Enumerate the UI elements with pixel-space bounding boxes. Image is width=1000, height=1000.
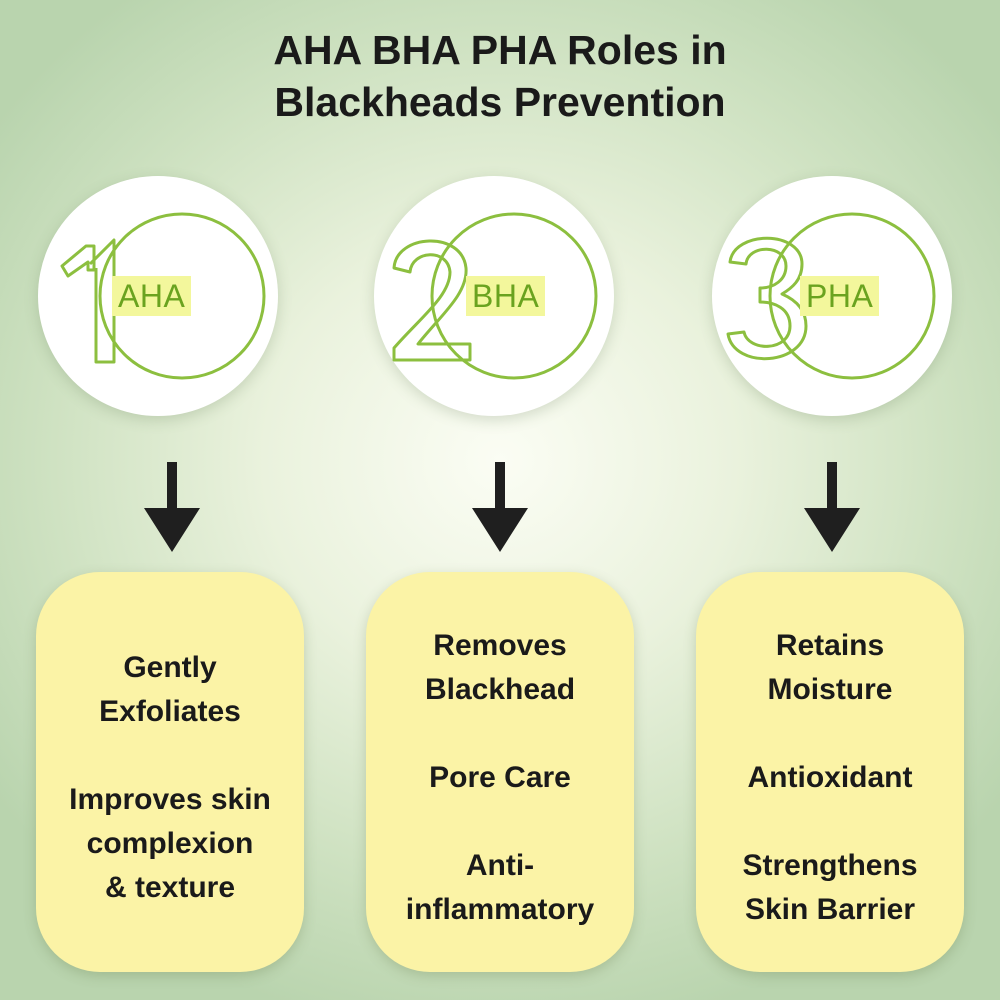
benefit-line: Improves skin (69, 783, 271, 816)
title-line-2: Blackheads Prevention (274, 79, 726, 125)
benefit-line: Moisture (767, 673, 893, 706)
benefit-item: Strengthens Skin Barrier (696, 844, 964, 932)
benefit-item: Pore Care (366, 756, 634, 800)
title-line-1: AHA BHA PHA Roles in (273, 27, 727, 73)
benefit-line: Skin Barrier (744, 893, 916, 926)
arrow-down-icon (144, 462, 200, 552)
arrow-down-icon (472, 462, 528, 552)
benefit-line: complexion (86, 827, 254, 860)
benefit-line: Strengthens (742, 849, 918, 882)
benefit-line: Pore Care (429, 761, 571, 794)
step-3-badge: PHA (712, 176, 952, 416)
digit-2-outline (392, 239, 472, 362)
benefit-item: Retains Moisture (696, 624, 964, 712)
benefit-item: Gently Exfoliates (36, 646, 304, 734)
benefit-line: Antioxidant (747, 761, 913, 794)
step-3-number-graphic (726, 212, 936, 380)
benefit-line: Removes (433, 629, 567, 662)
benefit-line: Exfoliates (99, 695, 241, 728)
aha-benefits-card: Gently Exfoliates Improves skin complexi… (36, 572, 304, 972)
step-2-badge: BHA (374, 176, 614, 416)
benefit-line: Gently (123, 651, 217, 684)
benefit-item: Antioxidant (696, 756, 964, 800)
step-3-acid-label: PHA (800, 276, 880, 316)
step-1-badge: AHA (38, 176, 278, 416)
benefit-item: Removes Blackhead (366, 624, 634, 712)
pha-benefits-card: Retains Moisture Antioxidant Strengthens… (696, 572, 964, 972)
benefit-line: & texture (104, 871, 236, 904)
step-1-number-graphic (60, 212, 266, 380)
arrow-down-icon (804, 462, 860, 552)
step-1-acid-label: AHA (112, 276, 192, 316)
step-2-acid-label: BHA (466, 276, 546, 316)
benefit-line: Anti- (465, 849, 535, 882)
digit-1-outline (60, 238, 116, 364)
step-2-number-graphic (392, 212, 598, 380)
benefit-line: Blackhead (424, 673, 576, 706)
benefit-line: Retains (775, 629, 885, 662)
benefit-item: Anti- inflammatory (366, 844, 634, 932)
bha-benefits-card: Removes Blackhead Pore Care Anti- inflam… (366, 572, 634, 972)
digit-3-outline (726, 236, 808, 361)
benefit-item: Improves skin complexion & texture (36, 778, 304, 910)
benefit-line: inflammatory (405, 893, 595, 926)
page-title: AHA BHA PHA Roles in Blackheads Preventi… (0, 24, 1000, 128)
